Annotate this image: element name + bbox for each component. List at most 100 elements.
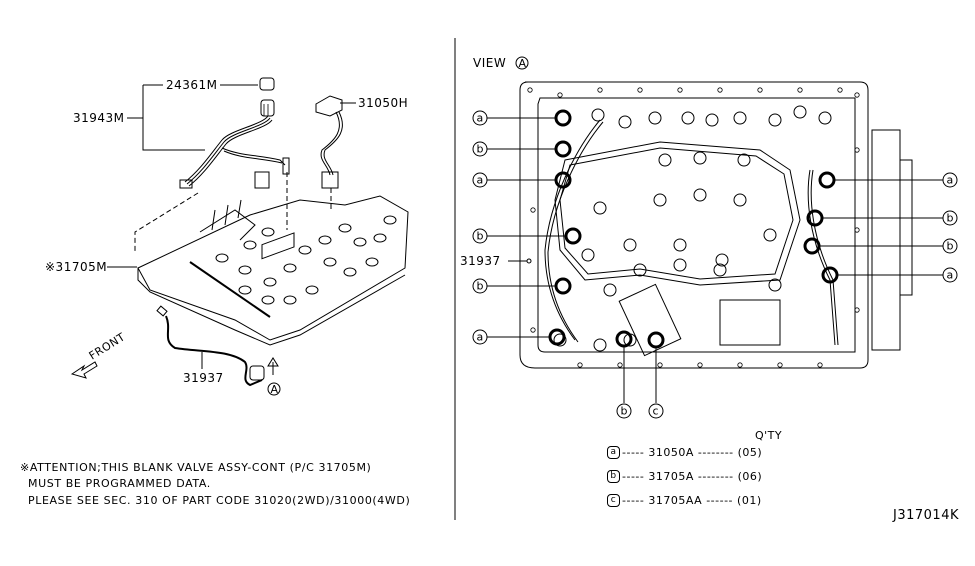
hole (657, 362, 663, 368)
callout-badge[interactable] (942, 210, 958, 226)
bolt (768, 113, 782, 127)
callout-31705m[interactable]: ※31705M (45, 260, 107, 274)
hole (677, 87, 683, 93)
callout-key-c: c (653, 405, 660, 418)
figure-code: J317014K (893, 508, 959, 523)
hole (637, 87, 643, 93)
callout-key-b: b (947, 212, 954, 225)
hole (557, 92, 563, 98)
bolt (705, 113, 719, 127)
callout-badge[interactable] (472, 172, 488, 188)
callout-badge[interactable] (472, 110, 488, 126)
boss (215, 253, 229, 263)
callout-key-a: a (947, 174, 954, 187)
callout-badge[interactable] (472, 329, 488, 345)
bolt (693, 188, 707, 202)
boss (298, 245, 312, 255)
callout-key-b: b (477, 230, 484, 243)
bolt (763, 228, 777, 242)
bolt (713, 263, 727, 277)
boss (373, 233, 387, 243)
bolt (715, 253, 729, 267)
callout-badge[interactable] (942, 267, 958, 283)
boss (283, 263, 297, 273)
callout-key-a: a (477, 174, 484, 187)
callout-badge[interactable] (472, 278, 488, 294)
bolt (768, 278, 782, 292)
legend-qty: (05) (737, 446, 763, 459)
legend-key-badge: a (607, 446, 620, 459)
valve-body-31705m (137, 195, 409, 346)
hole (854, 307, 860, 313)
bolt (793, 105, 807, 119)
bolt (553, 333, 567, 347)
bolt (673, 238, 687, 252)
callout-badge[interactable] (472, 141, 488, 157)
solenoid-marker (818, 171, 836, 189)
legend-key-badge: c (607, 494, 620, 507)
valve-body-bosses (215, 215, 397, 305)
boss (305, 285, 319, 295)
attention-note-line3: PLEASE SEE SEC. 310 OF PART CODE 31020(2… (28, 494, 411, 507)
hole (777, 362, 783, 368)
hole (597, 87, 603, 93)
solenoid-marker (647, 331, 665, 349)
bolt (658, 153, 672, 167)
boss (283, 295, 297, 305)
bolt (623, 238, 637, 252)
sensor-harness-31937 (156, 305, 265, 387)
bolt (633, 263, 647, 277)
bolt (681, 111, 695, 125)
harness-31943m (179, 115, 290, 189)
qty-header: Q'TY (755, 429, 783, 442)
bolt (581, 248, 595, 262)
boss (261, 295, 275, 305)
callout-31937-left[interactable]: 31937 (183, 371, 224, 385)
bolt (591, 108, 605, 122)
callout-24361m[interactable]: 24361M (166, 78, 218, 92)
legend-part-number[interactable]: 31705AA (648, 494, 703, 507)
callout-badge[interactable] (648, 403, 664, 419)
boss (338, 223, 352, 233)
attention-note-line1: ※ATTENTION;THIS BLANK VALVE ASSY-CONT (P… (20, 461, 372, 474)
callout-badge[interactable] (942, 172, 958, 188)
legend-part-number[interactable]: 31050A (648, 446, 694, 459)
view-title: VIEW (473, 56, 506, 70)
hole (757, 87, 763, 93)
bolt (593, 201, 607, 215)
callout-badge[interactable] (472, 228, 488, 244)
legend-row: c ----- 31705AA ------ (01) (607, 494, 762, 507)
hole (817, 362, 823, 368)
view-title-marker: A (519, 57, 527, 70)
legend-part-number[interactable]: 31705A (648, 470, 694, 483)
hole (797, 87, 803, 93)
callout-31050h[interactable]: 31050H (358, 96, 408, 110)
oil-pan-outline (519, 81, 869, 369)
valve-body-bolts (527, 87, 860, 368)
bolt (673, 258, 687, 272)
callout-31937-right[interactable]: 31937 (460, 254, 501, 268)
bolt (653, 193, 667, 207)
solenoid-marker (564, 227, 582, 245)
solenoid-marker (554, 277, 572, 295)
legend-qty: (06) (737, 470, 763, 483)
left-exploded-view: 31943M 24361M 31050H (45, 77, 409, 396)
bolt (593, 338, 607, 352)
boss (353, 237, 367, 247)
callout-badge[interactable] (616, 403, 632, 419)
hole (854, 147, 860, 153)
solenoid-marker (554, 109, 572, 127)
boss (238, 265, 252, 275)
legend-row: b ----- 31705A -------- (06) (607, 470, 762, 483)
view-marker-circle (267, 382, 281, 396)
callout-key-a: a (947, 269, 954, 282)
callout-badge[interactable] (942, 238, 958, 254)
view-marker-a[interactable]: A (271, 383, 279, 396)
hole (697, 362, 703, 368)
bolt (603, 283, 617, 297)
bolt (733, 193, 747, 207)
hole (854, 227, 860, 233)
callout-31943m[interactable]: 31943M (73, 111, 125, 125)
